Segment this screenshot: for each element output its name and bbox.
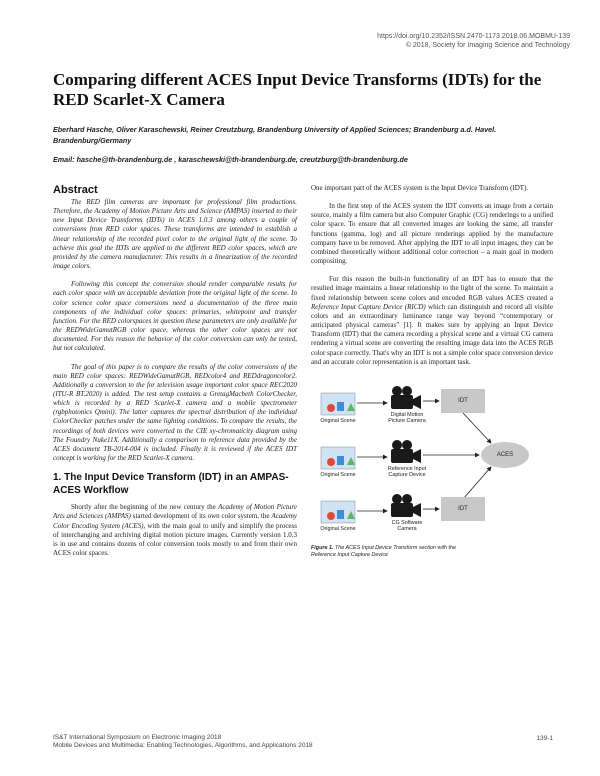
copyright-line: © 2018, Society for Imaging Science and … [405,42,570,49]
camera-icon [391,439,421,463]
author-line: Eberhard Hasche, Oliver Karaschewski, Re… [53,125,497,145]
camera-label-1: Digital Motion Picture Camera [388,411,426,424]
footer-line-2: Mobile Devices and Multimedia: Enabling … [53,742,313,749]
paper-title: Comparing different ACES Input Device Tr… [53,70,542,109]
scene-label-3: Original Scene [320,525,356,532]
idt-label-1: IDT [458,397,468,404]
idt-label-2: IDT [458,505,468,512]
abstract-paragraph-2: Following this concept the conversion sh… [53,280,297,353]
page-number: 139-1 [536,735,553,742]
original-scene-2 [320,446,356,470]
aces-label: ACES [496,451,514,458]
camera-icon [391,385,421,409]
section-1-heading: 1. The Input Device Transform (IDT) in a… [53,472,289,497]
doi-link[interactable]: https://doi.org/10.2352/ISSN.2470-1173.2… [377,33,570,40]
idt-box-1 [441,388,485,413]
camera-label-3: CG Software Camera [391,519,423,532]
camera-label-2: Reference Input Capture Device [387,465,427,478]
right-paragraph-2: In the first step of the ACES system the… [311,202,553,266]
footer-line-1: IS&T International Symposium on Electron… [53,734,222,741]
abstract-paragraph-3: The goal of this paper is to compare the… [53,362,297,463]
right-column: One important part of the ACES system is… [311,184,553,565]
figure-1: Original Scene Digital Motion Picture Ca… [311,375,553,565]
header-doi-block: https://doi.org/10.2352/ISSN.2470-1173.2… [377,32,570,50]
abstract-heading: Abstract [53,184,98,196]
footer: IS&T International Symposium on Electron… [53,734,313,750]
idt-box-2 [441,496,485,521]
abstract-paragraph-1: The RED film cameras are important for p… [53,198,297,271]
scene-label-1: Original Scene [320,417,356,424]
email-line: Email: hasche@th-brandenburg.de , karasc… [53,155,408,164]
right-paragraph-1: One important part of the ACES system is… [311,184,529,192]
aces-idt-diagram [320,385,529,524]
camera-icon [391,493,421,517]
left-column: Abstract The RED film cameras are import… [53,184,297,558]
original-scene-1 [320,392,356,416]
figure-caption: Figure 1. The ACES Input Device Transfor… [311,544,457,558]
section-1-paragraph: Shortly after the beginning of the new c… [53,503,298,557]
scene-label-2: Original Scene [320,471,356,478]
right-paragraph-3: For this reason the built-in functionali… [311,275,553,366]
original-scene-3 [320,500,356,524]
aces-ellipse [481,441,529,468]
